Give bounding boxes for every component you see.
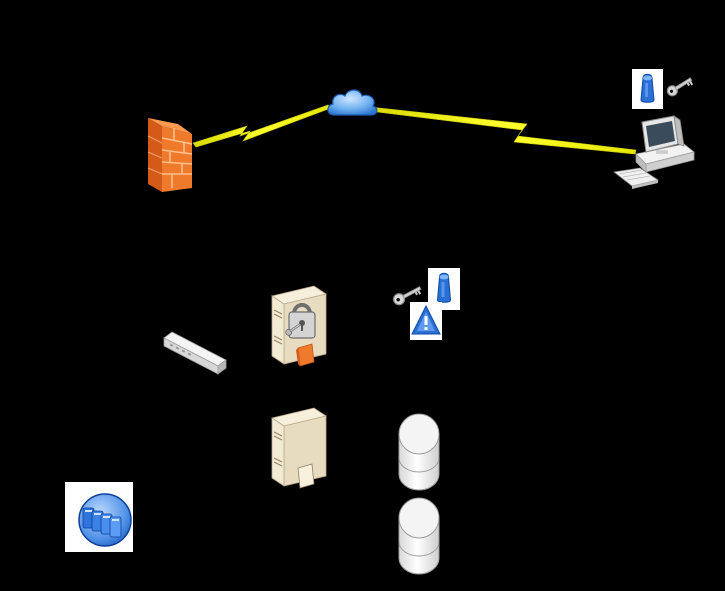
key-icon bbox=[666, 77, 694, 97]
cloud-icon bbox=[327, 89, 378, 116]
database-cylinder-icon bbox=[398, 413, 440, 491]
network-switch-icon bbox=[163, 331, 227, 375]
database-cylinder-icon bbox=[398, 497, 440, 575]
locked-server-icon bbox=[271, 285, 327, 367]
warning-badge bbox=[410, 302, 442, 340]
link-firewall-internet bbox=[192, 104, 332, 148]
key-icon bbox=[392, 286, 422, 306]
server-cluster-icon bbox=[78, 493, 132, 547]
warning-triangle-icon bbox=[411, 304, 441, 335]
tower-server-icon bbox=[271, 407, 327, 489]
user-badge-icon bbox=[436, 272, 452, 303]
firewall-icon bbox=[147, 118, 193, 192]
server-cluster-badge bbox=[65, 482, 133, 552]
remote-user-badge bbox=[632, 69, 663, 109]
link-internet-client bbox=[368, 106, 637, 155]
user-badge-icon bbox=[640, 73, 655, 103]
desktop-computer-icon bbox=[613, 115, 695, 189]
